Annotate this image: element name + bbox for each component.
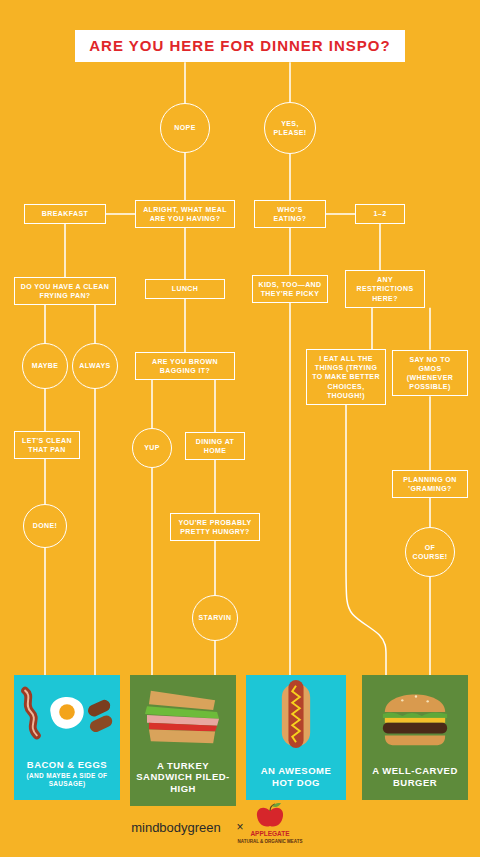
result-text: AN AWESOME HOT DOG bbox=[252, 765, 340, 788]
box-text: WHO'S EATING? bbox=[260, 205, 320, 223]
connector bbox=[44, 305, 46, 343]
applegate-apple bbox=[257, 803, 283, 827]
question-box: 1–2 bbox=[355, 204, 405, 223]
connector bbox=[214, 380, 216, 432]
connector bbox=[326, 213, 355, 215]
circle-text: YUP bbox=[144, 443, 160, 452]
circle-text: STARVIN bbox=[199, 613, 232, 622]
food-illustration bbox=[362, 677, 468, 751]
connector bbox=[289, 228, 291, 275]
result-text: A WELL-CARVED BURGER bbox=[368, 765, 462, 788]
connector bbox=[214, 460, 216, 513]
connector bbox=[429, 498, 431, 527]
brand-separator: × bbox=[236, 821, 243, 834]
circle-text: ALWAYS bbox=[79, 361, 110, 370]
question-box: ALRIGHT, WHAT MEAL ARE YOU HAVING? bbox=[135, 200, 235, 228]
box-text: BREAKFAST bbox=[30, 209, 100, 218]
box-text: ANY RESTRICTIONS HERE? bbox=[351, 275, 419, 302]
title-box: ARE YOU HERE FOR DINNER INSPO? bbox=[75, 30, 404, 63]
connector bbox=[371, 308, 373, 350]
answer-circle: YUP bbox=[132, 428, 172, 468]
answer-circle: STARVIN bbox=[192, 595, 238, 641]
connector bbox=[429, 396, 431, 470]
answer-circle: OF COURSE! bbox=[405, 527, 455, 577]
connector bbox=[64, 224, 66, 277]
circle-text: DONE! bbox=[33, 521, 58, 530]
circle-text: MAYBE bbox=[32, 361, 59, 370]
connector bbox=[346, 405, 386, 675]
food-illustration bbox=[14, 677, 120, 751]
circle-text: NOPE bbox=[174, 123, 195, 132]
brand-name: mindbodygreen bbox=[131, 821, 221, 835]
result-text: BACON & EGGS bbox=[27, 759, 107, 770]
connector bbox=[44, 459, 46, 504]
box-text: LET'S CLEAN THAT PAN bbox=[20, 436, 74, 454]
question-box: ANY RESTRICTIONS HERE? bbox=[345, 270, 425, 307]
connector bbox=[106, 213, 135, 215]
connector bbox=[184, 299, 186, 352]
question-box: I EAT ALL THE THINGS (TRYING TO MAKE BET… bbox=[306, 349, 386, 404]
box-text: ALRIGHT, WHAT MEAL ARE YOU HAVING? bbox=[141, 205, 229, 223]
question-box: PLANNING ON 'GRAMING? bbox=[392, 470, 468, 498]
box-text: I EAT ALL THE THINGS (TRYING TO MAKE BET… bbox=[312, 354, 380, 399]
result-card: AN AWESOME HOT DOG bbox=[246, 675, 346, 800]
box-text: PLANNING ON 'GRAMING? bbox=[398, 475, 462, 493]
question-box: YOU'RE PROBABLY PRETTY HUNGRY? bbox=[170, 513, 260, 541]
question-box: LET'S CLEAN THAT PAN bbox=[14, 431, 80, 459]
question-box: KIDS, TOO—AND THEY'RE PICKY bbox=[252, 275, 328, 303]
box-text: DINING AT HOME bbox=[191, 437, 239, 455]
connector bbox=[184, 62, 186, 103]
box-text: DO YOU HAVE A CLEAN FRYING PAN? bbox=[20, 282, 110, 300]
box-text: SAY NO TO GMOS (WHENEVER POSSIBLE) bbox=[398, 355, 462, 391]
question-box: WHO'S EATING? bbox=[254, 200, 326, 228]
brand-name: APPLEGATE bbox=[250, 830, 289, 837]
connector bbox=[94, 389, 96, 675]
answer-circle: NOPE bbox=[160, 103, 210, 153]
box-text: YOU'RE PROBABLY PRETTY HUNGRY? bbox=[176, 518, 254, 536]
connector bbox=[94, 305, 96, 343]
food-illustration bbox=[130, 677, 236, 751]
question-box: SAY NO TO GMOS (WHENEVER POSSIBLE) bbox=[392, 350, 468, 396]
connector bbox=[151, 468, 153, 675]
connector bbox=[151, 380, 153, 428]
connector bbox=[429, 577, 431, 675]
result-card: A TURKEY SANDWICH PILED-HIGH bbox=[130, 675, 236, 806]
box-text: ARE YOU BROWN BAGGING IT? bbox=[141, 357, 229, 375]
connector bbox=[214, 641, 216, 675]
connector bbox=[289, 62, 291, 102]
connector bbox=[44, 389, 46, 431]
question-box: DINING AT HOME bbox=[185, 432, 245, 460]
connector bbox=[379, 224, 381, 271]
result-card: BACON & EGGS (AND MAYBE A SIDE OF SAUSAGE… bbox=[14, 675, 120, 800]
question-box: ARE YOU BROWN BAGGING IT? bbox=[135, 352, 235, 380]
question-box: LUNCH bbox=[145, 279, 225, 298]
result-text: A TURKEY SANDWICH PILED-HIGH bbox=[136, 760, 230, 794]
box-text: KIDS, TOO—AND THEY'RE PICKY bbox=[258, 280, 322, 298]
brand-tagline: NATURAL & ORGANIC MEATS bbox=[238, 840, 303, 845]
connector bbox=[184, 228, 186, 279]
answer-circle: MAYBE bbox=[22, 343, 68, 389]
connector bbox=[289, 154, 291, 200]
box-text: 1–2 bbox=[361, 209, 399, 218]
question-box: BREAKFAST bbox=[24, 204, 106, 223]
connector bbox=[44, 548, 46, 675]
apple-leaf bbox=[272, 803, 281, 807]
connector bbox=[289, 303, 291, 675]
circle-text: OF COURSE! bbox=[410, 543, 450, 561]
result-note: (AND MAYBE A SIDE OF SAUSAGE) bbox=[20, 772, 114, 788]
result-card: A WELL-CARVED BURGER bbox=[362, 675, 468, 800]
answer-circle: YES, PLEASE! bbox=[264, 102, 316, 154]
answer-circle: DONE! bbox=[23, 504, 67, 548]
title-text: ARE YOU HERE FOR DINNER INSPO? bbox=[89, 38, 390, 55]
answer-circle: ALWAYS bbox=[72, 343, 118, 389]
food-illustration bbox=[246, 677, 346, 751]
box-text: LUNCH bbox=[151, 284, 219, 293]
connector bbox=[429, 308, 431, 350]
circle-text: YES, PLEASE! bbox=[269, 119, 311, 137]
question-box: DO YOU HAVE A CLEAN FRYING PAN? bbox=[14, 277, 116, 305]
connector bbox=[214, 541, 216, 595]
connector bbox=[184, 153, 186, 200]
